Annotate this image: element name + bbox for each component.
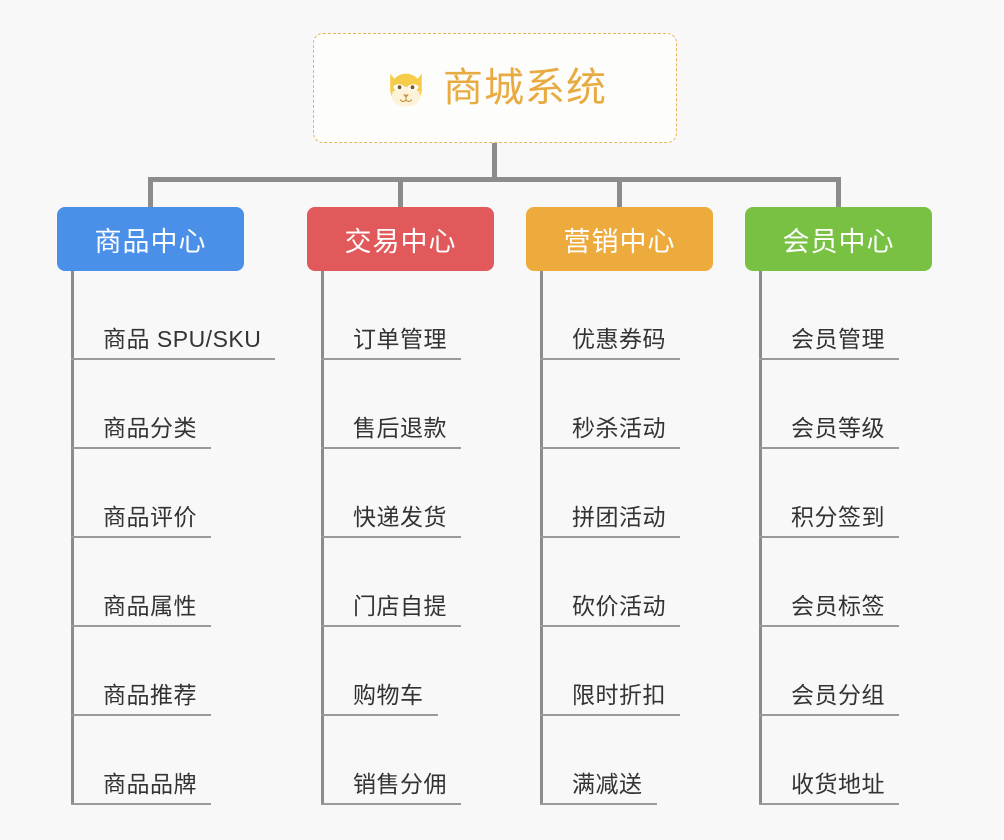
category-item[interactable]: 会员等级 [759, 360, 975, 449]
category-item-label: 商品评价 [103, 504, 197, 530]
category-item-underline [321, 447, 461, 449]
category-item-underline [759, 536, 899, 538]
category-item-underline [71, 358, 275, 360]
category-item[interactable]: 购物车 [321, 627, 527, 716]
connector-drop-4 [836, 177, 841, 207]
category-item-label: 会员分组 [791, 682, 885, 708]
category-item[interactable]: 门店自提 [321, 538, 527, 627]
category-item[interactable]: 限时折扣 [540, 627, 746, 716]
category-column: 会员中心会员管理会员等级积分签到会员标签会员分组收货地址 [745, 207, 975, 805]
root-node[interactable]: 商城系统 [313, 33, 677, 143]
category-item[interactable]: 商品评价 [71, 449, 307, 538]
category-item[interactable]: 砍价活动 [540, 538, 746, 627]
category-item[interactable]: 秒杀活动 [540, 360, 746, 449]
category-item[interactable]: 会员管理 [759, 271, 975, 360]
category-item-label: 商品品牌 [103, 771, 197, 797]
category-item-underline [759, 447, 899, 449]
category-item-label: 会员等级 [791, 415, 885, 441]
category-item[interactable]: 商品推荐 [71, 627, 307, 716]
category-item-label: 商品属性 [103, 593, 197, 619]
category-item[interactable]: 商品品牌 [71, 716, 307, 805]
category-item-label: 售后退款 [353, 415, 447, 441]
category-item-underline [71, 803, 211, 805]
category-item-underline [540, 536, 680, 538]
connector-drop-1 [148, 177, 153, 207]
category-item[interactable]: 收货地址 [759, 716, 975, 805]
category-item[interactable]: 售后退款 [321, 360, 527, 449]
category-item[interactable]: 商品属性 [71, 538, 307, 627]
category-item[interactable]: 拼团活动 [540, 449, 746, 538]
category-item-label: 商品推荐 [103, 682, 197, 708]
category-item-label: 积分签到 [791, 504, 885, 530]
category-item-label: 秒杀活动 [572, 415, 666, 441]
category-item-underline [540, 447, 680, 449]
category-item-underline [321, 625, 461, 627]
category-item-label: 快递发货 [353, 504, 447, 530]
category-item[interactable]: 订单管理 [321, 271, 527, 360]
category-item-underline [321, 714, 438, 716]
column-trunk-line [71, 271, 74, 805]
category-item-underline [759, 625, 899, 627]
category-items: 优惠券码秒杀活动拼团活动砍价活动限时折扣满减送 [540, 271, 746, 805]
category-header[interactable]: 营销中心 [526, 207, 713, 271]
column-trunk-line [321, 271, 324, 805]
category-item-label: 砍价活动 [572, 593, 666, 619]
category-item-label: 拼团活动 [572, 504, 666, 530]
connector-horizontal-bus [148, 177, 840, 182]
category-item[interactable]: 积分签到 [759, 449, 975, 538]
category-item-underline [759, 714, 899, 716]
category-item-label: 会员管理 [791, 326, 885, 352]
category-item-label: 商品 SPU/SKU [103, 326, 262, 352]
category-item-label: 优惠券码 [572, 326, 666, 352]
category-item-label: 会员标签 [791, 593, 885, 619]
category-items: 订单管理售后退款快递发货门店自提购物车销售分佣 [321, 271, 527, 805]
category-item-label: 收货地址 [791, 771, 885, 797]
category-header[interactable]: 商品中心 [57, 207, 244, 271]
category-item-underline [71, 536, 211, 538]
column-trunk-line [540, 271, 543, 805]
category-item-underline [540, 358, 680, 360]
category-column: 商品中心商品 SPU/SKU 商品分类商品评价商品属性商品推荐商品品牌 [57, 207, 307, 805]
connector-drop-3 [617, 177, 622, 207]
category-item-underline [321, 358, 461, 360]
category-item[interactable]: 会员标签 [759, 538, 975, 627]
category-item-underline [71, 625, 211, 627]
category-item-label: 销售分佣 [353, 771, 447, 797]
category-item-underline [321, 803, 461, 805]
category-item[interactable]: 会员分组 [759, 627, 975, 716]
category-header[interactable]: 交易中心 [307, 207, 494, 271]
category-item[interactable]: 商品分类 [71, 360, 307, 449]
category-item-label: 限时折扣 [572, 682, 666, 708]
connector-drop-2 [398, 177, 403, 207]
category-item-underline [540, 625, 680, 627]
category-items: 商品 SPU/SKU 商品分类商品评价商品属性商品推荐商品品牌 [71, 271, 307, 805]
category-item-label: 满减送 [572, 771, 643, 797]
category-items: 会员管理会员等级积分签到会员标签会员分组收货地址 [759, 271, 975, 805]
dog-face-icon [390, 73, 422, 107]
category-item-label: 门店自提 [353, 593, 447, 619]
category-column: 交易中心订单管理售后退款快递发货门店自提购物车销售分佣 [307, 207, 527, 805]
category-item[interactable]: 销售分佣 [321, 716, 527, 805]
category-item-underline [759, 358, 899, 360]
category-item-underline [321, 536, 461, 538]
category-header[interactable]: 会员中心 [745, 207, 932, 271]
root-title: 商城系统 [443, 66, 607, 110]
category-item-underline [540, 714, 680, 716]
category-item-underline [540, 803, 657, 805]
connector-root-stem [492, 143, 497, 179]
category-item-label: 商品分类 [103, 415, 197, 441]
category-column: 营销中心优惠券码秒杀活动拼团活动砍价活动限时折扣满减送 [526, 207, 746, 805]
category-item[interactable]: 快递发货 [321, 449, 527, 538]
category-item-underline [759, 803, 899, 805]
category-item-underline [71, 447, 211, 449]
category-item[interactable]: 商品 SPU/SKU [71, 271, 307, 360]
category-item[interactable]: 优惠券码 [540, 271, 746, 360]
category-item[interactable]: 满减送 [540, 716, 746, 805]
category-item-underline [71, 714, 211, 716]
category-item-label: 购物车 [353, 682, 424, 708]
category-item-label: 订单管理 [353, 326, 447, 352]
column-trunk-line [759, 271, 762, 805]
